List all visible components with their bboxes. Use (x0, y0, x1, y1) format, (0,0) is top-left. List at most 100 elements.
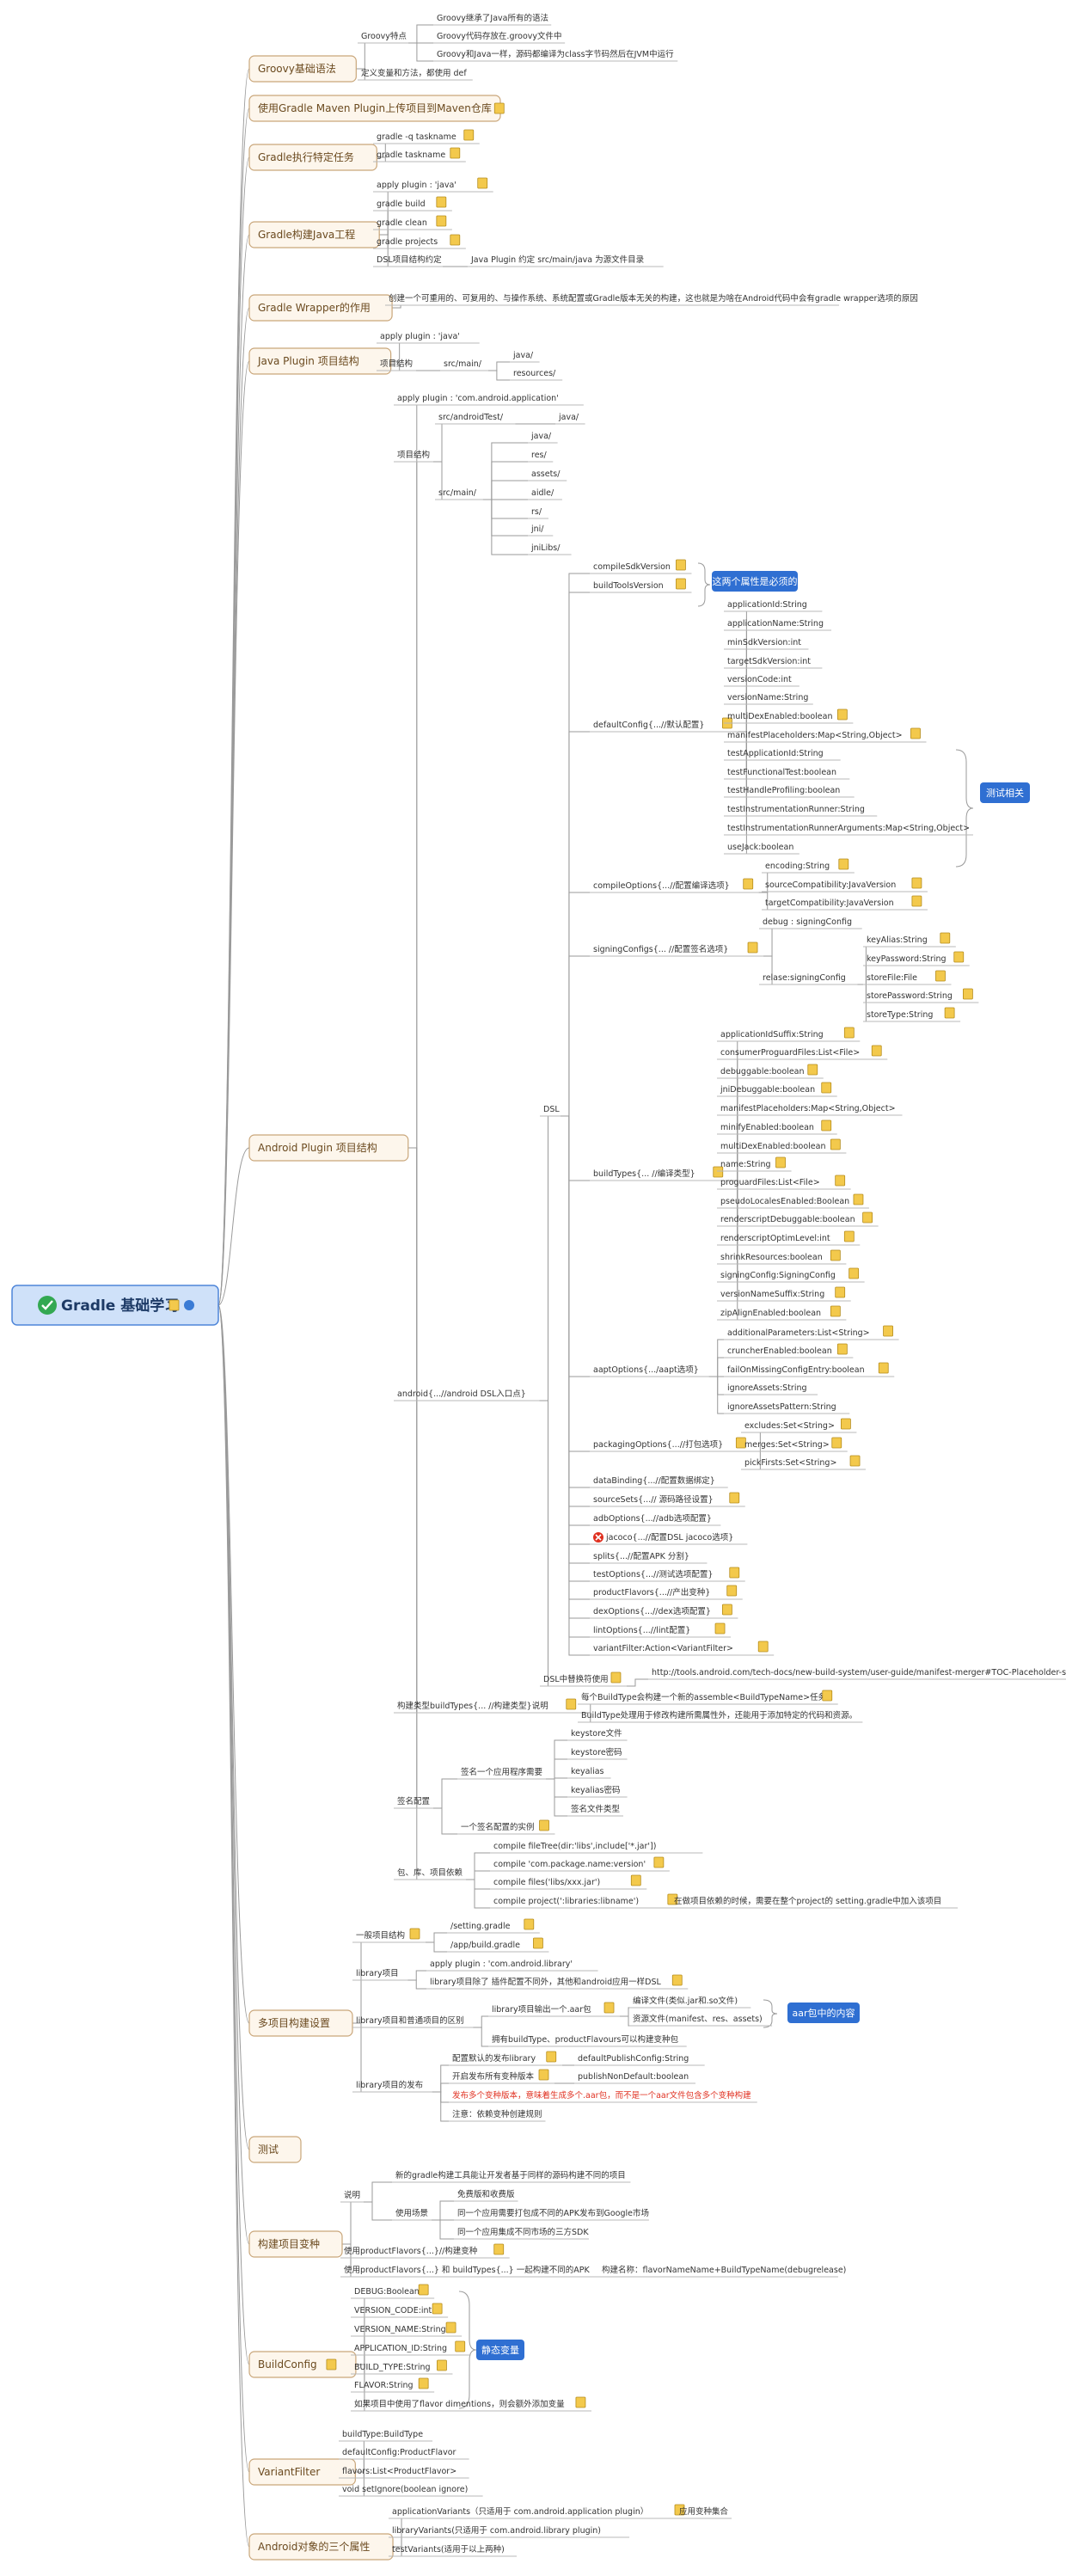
node-ap5[interactable]: ignoreAssetsPattern:String (724, 1402, 850, 1414)
node-m2[interactable]: res/ (528, 451, 554, 463)
node-p1a[interactable]: /setting.gradle (447, 1918, 540, 1934)
node-a6[interactable]: 包、库、项目依赖 (394, 1868, 466, 1880)
node-vf4[interactable]: void setIgnore(boolean ignore) (339, 2485, 483, 2497)
node-m5[interactable]: rs/ (528, 507, 548, 519)
node-bt4[interactable]: jniDebuggable:boolean (717, 1082, 837, 1097)
node-bt3[interactable]: debuggable:boolean (717, 1064, 824, 1079)
node-c8[interactable]: packagingOptions{...//打包选项} (590, 1437, 752, 1452)
node-p1[interactable]: 一般项目结构 (352, 1928, 426, 1943)
node-c11[interactable]: adbOptions{...//adb选项配置} (590, 1513, 721, 1526)
node-n1[interactable]: Groovy特点 (358, 31, 408, 44)
node-a5a3[interactable]: keyalias (567, 1767, 611, 1779)
node-c4[interactable]: compileOptions{...//配置编译选项} (590, 878, 759, 893)
node-bt11[interactable]: renderscriptDebuggable:boolean (717, 1211, 879, 1227)
node-c14[interactable]: testOptions{...//测试选项配置} (590, 1567, 745, 1582)
node-n6[interactable]: gradle build (373, 196, 452, 212)
node-p4[interactable]: library项目的发布 (352, 2080, 432, 2093)
node-v1b[interactable]: 使用场景 (392, 2208, 432, 2221)
node-n4[interactable]: gradle taskname (373, 147, 466, 163)
node-m6[interactable]: jni/ (528, 524, 554, 537)
node-ap2[interactable]: cruncherEnabled:boolean (724, 1343, 854, 1359)
node-p2b[interactable]: library项目除了 插件配置不同外，其他和android应用一样DSL (426, 1974, 689, 1990)
node-c6[interactable]: buildTypes{... //编译类型} (590, 1166, 729, 1181)
node-o2[interactable]: libraryVariants(只适用于 com.android.library… (389, 2526, 630, 2538)
node-b6[interactable]: Java Plugin 项目结构 (248, 347, 392, 375)
node-o3[interactable]: testVariants(适用于以上两种) (389, 2544, 517, 2557)
node-n3[interactable]: gradle -q taskname (373, 129, 480, 144)
node-sc2e[interactable]: storeType:String (863, 1007, 961, 1022)
node-n5[interactable]: apply plugin : 'java' (373, 177, 493, 193)
node-c12[interactable]: jacoco{...//配置DSL jacoco选项} (590, 1532, 748, 1545)
node-p4c[interactable]: 发布多个变种版本，意味着生成多个.aar包，而不是一个aar文件包含多个变种构建 (449, 2090, 757, 2103)
node-a2a[interactable]: src/androidTest/ (435, 413, 516, 425)
node-vf2[interactable]: defaultConfig:ProductFlavor (339, 2448, 469, 2460)
node-ap3[interactable]: failOnMissingConfigEntry:boolean (724, 1362, 895, 1377)
node-n1a[interactable]: Groovy继承了Java所有的语法 (433, 13, 552, 26)
node-c17[interactable]: lintOptions{...//lint配置} (590, 1622, 732, 1638)
node-a4[interactable]: 构建类型buildTypes{... //构建类型}说明 (394, 1698, 582, 1714)
node-dc10[interactable]: testFunctionalTest:boolean (724, 768, 850, 780)
node-bc6[interactable]: FLAVOR:String (351, 2377, 435, 2393)
node-dc1[interactable]: applicationId:String (724, 600, 823, 612)
node-dc13[interactable]: testInstrumentationRunnerArguments:Map<S… (724, 824, 973, 836)
node-n1b[interactable]: Groovy代码存放在.groovy文件中 (433, 31, 566, 44)
node-n10[interactable]: 创建一个可重用的、可复用的、与操作系统、系统配置或Gradle版本无关的构建，这… (385, 293, 918, 306)
node-m1[interactable]: java/ (528, 432, 558, 444)
node-a5a2[interactable]: keystore密码 (567, 1747, 628, 1760)
node-bt8[interactable]: name:String (717, 1156, 792, 1172)
node-c15[interactable]: productFlavors{...//产出变种} (590, 1585, 743, 1600)
node-p2a[interactable]: apply plugin : 'com.android.library' (426, 1960, 598, 1972)
node-n12a1[interactable]: java/ (510, 351, 540, 363)
node-bt10[interactable]: pseudoLocalesEnabled:Boolean (717, 1193, 869, 1209)
node-a6d1[interactable]: 在做项目依赖的时候，需要在整个project的 setting.gradle中加… (671, 1896, 959, 1909)
node-po3[interactable]: pickFirsts:Set<String> (741, 1455, 867, 1470)
node-b4[interactable]: Gradle构建Java工程 (248, 221, 380, 248)
node-bc5[interactable]: BUILD_TYPE:String (351, 2359, 453, 2375)
node-dc11[interactable]: testHandleProfiling:boolean (724, 786, 855, 798)
node-dc5[interactable]: versionCode:int (724, 675, 800, 687)
node-c3[interactable]: defaultConfig{...//默认配置} (590, 717, 738, 733)
node-a4b[interactable]: BuildType处理用于修改构建所需属性外，还能用于添加特定的代码和资源。 (578, 1710, 863, 1723)
node-c13[interactable]: splits{...//配置APK 分割} (590, 1551, 708, 1564)
node-v1b3[interactable]: 同一个应用集成不同市场的三方SDK (454, 2227, 589, 2240)
node-p4a[interactable]: 配置默认的发布library (449, 2051, 562, 2066)
node-co1[interactable]: encoding:String (762, 858, 855, 874)
node-bc7[interactable]: 如果项目中使用了flavor dimentions，则会额外添加变量 (351, 2396, 591, 2412)
node-bt2[interactable]: consumerProguardFiles:List<File> (717, 1045, 888, 1060)
node-v2[interactable]: 使用productFlavors{...}//构建变种 (340, 2243, 510, 2259)
node-b1[interactable]: Groovy基础语法 (248, 55, 357, 83)
node-bc3[interactable]: VERSION_NAME:String (351, 2321, 463, 2337)
node-a6a[interactable]: compile fileTree(dir:'libs',include['*.j… (490, 1842, 703, 1854)
node-a6c[interactable]: compile files('libs/xxx.jar') (490, 1874, 647, 1890)
node-p4a1[interactable]: defaultPublishConfig:String (574, 2054, 705, 2066)
node-m7[interactable]: jniLibs/ (528, 543, 572, 555)
node-co2[interactable]: sourceCompatibility:JavaVersion (762, 877, 928, 892)
node-n12[interactable]: 项目结构 (377, 359, 416, 371)
node-p2[interactable]: library项目 (352, 1969, 408, 1981)
node-b3[interactable]: Gradle执行特定任务 (248, 144, 377, 171)
node-p3a[interactable]: library项目输出一个.aar包 (488, 2002, 621, 2017)
node-d1a[interactable]: http://tools.android.com/tech-docs/new-b… (648, 1668, 1066, 1680)
node-n2[interactable]: 定义变量和方法，都使用 def (358, 68, 473, 81)
node-v3a[interactable]: 构建名称：flavorNameName+BuildTypeName(debugr… (598, 2265, 846, 2278)
node-c9[interactable]: dataBinding{...//配置数据绑定} (590, 1475, 728, 1488)
node-sc1[interactable]: debug : signingConfig (759, 917, 862, 929)
root-node[interactable]: Gradle 基础学习 (11, 1285, 219, 1326)
node-bc4[interactable]: APPLICATION_ID:String (351, 2340, 471, 2356)
node-p4d[interactable]: 注意：依赖变种创建规则 (449, 2109, 546, 2122)
node-n9a[interactable]: Java Plugin 约定 src/main/java 为源文件目录 (468, 255, 664, 267)
node-c18[interactable]: variantFilter:Action<VariantFilter> (590, 1641, 775, 1656)
node-n11[interactable]: apply plugin : 'java' (377, 332, 480, 344)
node-a3[interactable]: android{...//android DSL入口点} (394, 1389, 540, 1401)
node-c16[interactable]: dexOptions{...//dex选项配置} (590, 1604, 738, 1619)
node-a4a[interactable]: 每个BuildType会构建一个新的assemble<BuildTypeName… (578, 1690, 838, 1705)
node-c7[interactable]: aaptOptions{.../aapt选项} (590, 1365, 709, 1377)
node-n12a[interactable]: src/main/ (440, 359, 488, 371)
node-b8[interactable]: 多项目构建设置 (248, 2009, 353, 2037)
node-a2a1[interactable]: java/ (555, 413, 585, 425)
node-o1a[interactable]: 应用变种集合 (676, 2506, 732, 2519)
node-bt16[interactable]: zipAlignEnabled:boolean (717, 1305, 847, 1321)
node-m4[interactable]: aidle/ (528, 488, 562, 500)
node-v1b2[interactable]: 同一个应用需要打包成不同的APK发布到Google市场 (454, 2208, 649, 2221)
node-v1a[interactable]: 新的gradle构建工具能让开发者基于同样的源码构建不同的项目 (392, 2170, 631, 2183)
